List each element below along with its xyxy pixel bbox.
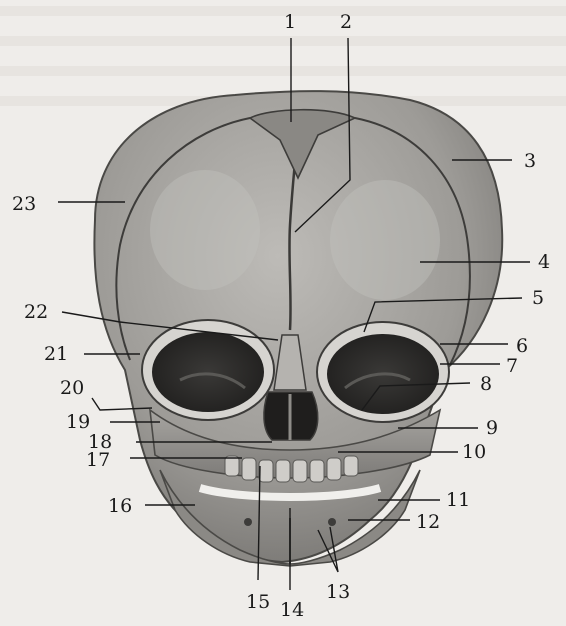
- orbit-left-cavity: [152, 332, 264, 412]
- label-5: 5: [532, 287, 544, 309]
- label-8: 8: [480, 373, 492, 395]
- label-10: 10: [462, 441, 486, 463]
- label-19: 19: [66, 411, 90, 433]
- label-21: 21: [44, 343, 68, 365]
- label-1: 1: [284, 11, 296, 33]
- skull: [94, 91, 502, 566]
- frontal-tuber-left: [150, 170, 260, 290]
- label-7: 7: [506, 355, 518, 377]
- label-23: 23: [12, 193, 36, 215]
- label-12: 12: [416, 511, 440, 533]
- label-15: 15: [246, 591, 270, 613]
- label-6: 6: [516, 335, 528, 357]
- frontal-tuber-right: [330, 180, 440, 300]
- label-16: 16: [108, 495, 132, 517]
- label-20: 20: [60, 377, 84, 399]
- label-3: 3: [524, 150, 536, 172]
- label-22: 22: [24, 301, 48, 323]
- label-9: 9: [486, 417, 498, 439]
- label-18: 18: [88, 431, 112, 453]
- label-2: 2: [340, 11, 352, 33]
- mental-foramen-right: [328, 518, 336, 526]
- label-4: 4: [538, 251, 550, 273]
- mental-foramen-left: [244, 518, 252, 526]
- label-14: 14: [280, 599, 304, 621]
- label-11: 11: [446, 489, 470, 511]
- label-13: 13: [326, 581, 350, 603]
